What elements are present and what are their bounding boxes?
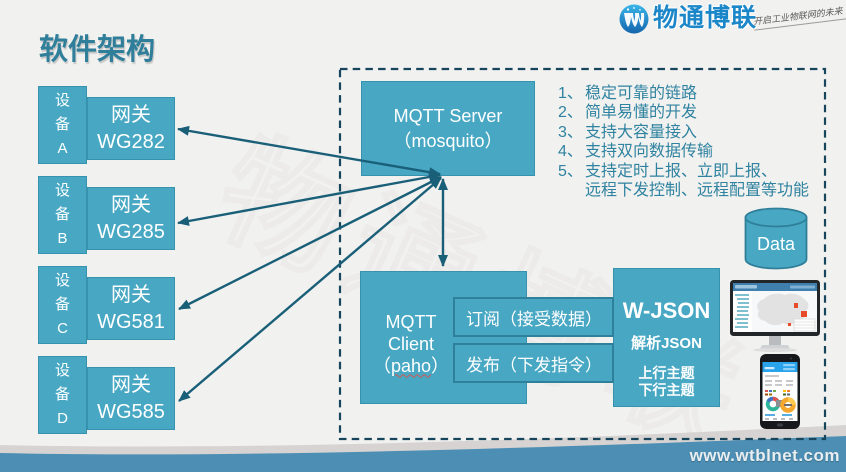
subscribe-box[interactable]: 订阅（接受数据） <box>453 297 614 337</box>
feature-item-2: 2、简单易懂的开发 <box>558 104 698 122</box>
device-d-label: 设备D <box>54 362 70 427</box>
paho-link[interactable]: paho <box>390 355 432 376</box>
gateway-wg285-box[interactable]: 网关 WG285 <box>87 187 175 250</box>
publish-box[interactable]: 发布（下发指令） <box>453 343 614 383</box>
device-b-label: 设备B <box>54 182 70 247</box>
monitor-screen-title <box>735 285 757 289</box>
feature-item-1: 1、稳定可靠的链路 <box>558 85 698 102</box>
monitor-screen-menu <box>790 285 815 289</box>
mqtt-server-line1: MQTT Server <box>393 105 503 126</box>
device-a-label: 设备A <box>54 92 70 157</box>
footer-wave-band <box>0 436 846 472</box>
phone-illustration <box>760 354 800 429</box>
monitor-illustration <box>730 280 820 352</box>
device-b-box[interactable]: 设备B <box>38 176 87 254</box>
device-c-label: 设备C <box>54 272 70 337</box>
gateway-wg285-title: 网关 <box>111 193 151 216</box>
monitor-sidebar-items <box>735 294 749 328</box>
gateway-wg282-box[interactable]: 网关 WG282 <box>87 97 175 160</box>
phone-home-button <box>777 423 783 427</box>
mqtt-client-box[interactable]: MQTT Client （paho） <box>360 271 527 404</box>
wjson-topic-down: 下行主题 <box>638 381 695 398</box>
wjson-title: W-JSON <box>622 298 711 323</box>
phone-header-title <box>764 367 775 370</box>
phone-donut-right <box>780 397 796 413</box>
device-c-box[interactable]: 设备C <box>38 266 87 344</box>
gateway-wg585-model: WG585 <box>97 400 165 423</box>
data-cylinder-label: Data <box>756 234 796 254</box>
brand-logo-icon <box>619 4 649 34</box>
mqtt-client-line2: Client <box>387 333 435 354</box>
data-cylinder-top <box>744 207 808 228</box>
gateway-wg581-model: WG581 <box>97 310 165 333</box>
gateway-wg282-title: 网关 <box>111 103 151 126</box>
mqtt-server-line2: （mosquito） <box>393 130 503 151</box>
monitor-shadow <box>753 348 797 352</box>
gateway-wg581-title: 网关 <box>111 283 151 306</box>
gateway-wg581-box[interactable]: 网关 WG581 <box>87 277 175 340</box>
wjson-topics: 上行主题 下行主题 <box>639 365 695 398</box>
brand-name: 物通博联 <box>653 4 758 32</box>
footer-url[interactable]: www.wtblnet.com <box>689 446 840 465</box>
subscribe-label: 订阅（接受数据） <box>466 309 602 329</box>
gateway-wg285-model: WG285 <box>97 220 165 243</box>
wjson-topic-up: 上行主题 <box>638 365 695 381</box>
monitor-stand-neck <box>769 336 781 345</box>
mqtt-client-line3: （paho） <box>372 355 450 376</box>
feature-item-3: 3、支持大容量接入 <box>558 123 698 141</box>
gateway-wg585-box[interactable]: 网关 WG585 <box>87 367 175 430</box>
publish-label: 发布（下发指令） <box>466 355 602 375</box>
gateway-wg282-model: WG282 <box>97 130 165 153</box>
phone-camera <box>790 357 792 360</box>
device-a-box[interactable]: 设备A <box>38 86 87 164</box>
feature-list: 1、稳定可靠的链路 2、简单易懂的开发 3、支持大容量接入 4、支持双向数据传输… <box>558 84 809 200</box>
wjson-parse-label: 解析JSON <box>631 335 702 352</box>
feature-item-5b: 远程下发控制、远程配置等功能 <box>585 182 810 200</box>
mqtt-client-text: MQTT Client （paho） <box>361 272 461 405</box>
page-title: 软件架构 <box>39 34 156 66</box>
brand-slogan-wrap: 开启工业物联网的未来 <box>752 3 846 31</box>
feature-item-4: 4、支持双向数据传输 <box>558 143 714 161</box>
mqtt-server-box[interactable]: MQTT Server （mosquito） <box>361 81 535 176</box>
phone-header-right2 <box>783 368 795 371</box>
feature-item-5: 5、支持定时上报、立即上报、 <box>558 162 778 180</box>
device-d-box[interactable]: 设备D <box>38 356 87 434</box>
phone-header-right <box>783 364 795 367</box>
gateway-wg585-title: 网关 <box>111 373 151 396</box>
wjson-box[interactable]: W-JSON 解析JSON 上行主题 下行主题 <box>613 268 720 407</box>
brand-logo: 物通博联 开启工业物联网的未来 <box>618 3 846 39</box>
brand-slogan: 开启工业物联网的未来 <box>752 3 846 31</box>
mqtt-client-line1: MQTT <box>385 311 437 332</box>
